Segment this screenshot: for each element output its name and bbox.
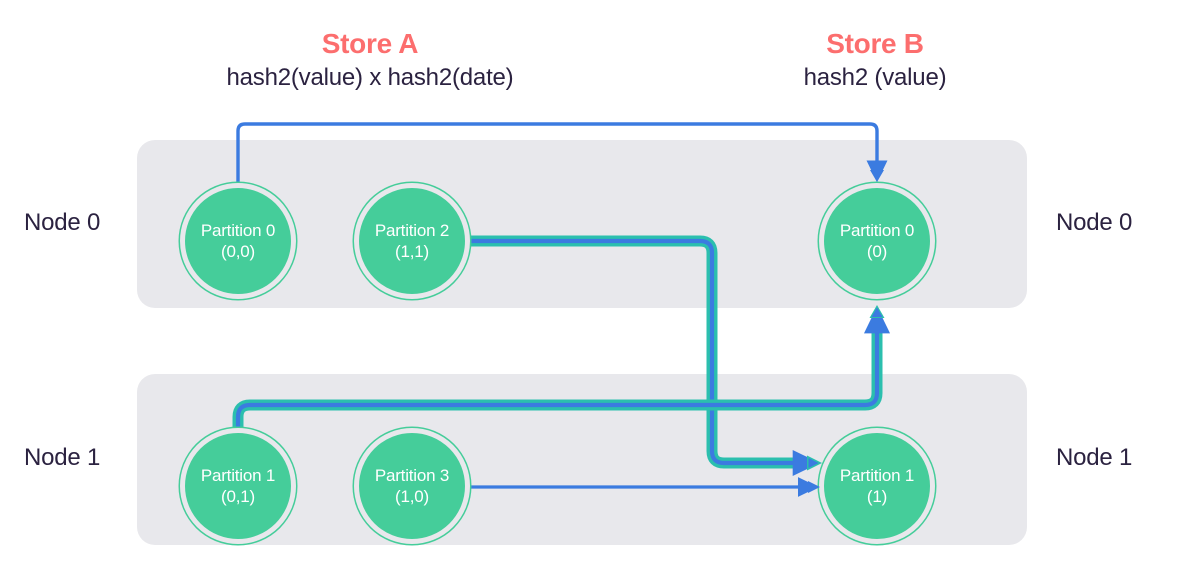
- edge-p1-to-b0: [232, 306, 891, 436]
- partition-key: (1): [866, 486, 888, 506]
- partition-key: (0): [866, 241, 888, 261]
- partition-a-1-0[interactable]: Partition 1 (0,1): [180, 428, 296, 544]
- node-label-right-1: Node 1: [1056, 444, 1133, 471]
- arrowhead-into-b0-top: [870, 170, 884, 182]
- partition-key: (0,1): [221, 486, 255, 506]
- partition-a-0-1[interactable]: Partition 2 (1,1): [354, 183, 470, 299]
- store-b-subtitle: hash2 (value): [803, 64, 947, 91]
- edge-p0-to-b0: [236, 122, 888, 185]
- partition-a-1-1[interactable]: Partition 3 (1,0): [354, 428, 470, 544]
- partition-name: Partition 0: [839, 220, 915, 240]
- store-a-title: Store A: [321, 28, 419, 59]
- partition-b-0-0[interactable]: Partition 0 (0): [819, 183, 935, 299]
- partition-a-0-0[interactable]: Partition 0 (0,0): [180, 183, 296, 299]
- node-label-left-1: Node 1: [24, 444, 101, 471]
- node-label-right-0: Node 0: [1056, 209, 1133, 236]
- partition-key: (0,0): [221, 241, 255, 261]
- arrowhead-into-b1-from-p3: [808, 481, 820, 493]
- arrowhead-into-b1-left: [807, 455, 822, 471]
- partition-key: (1,1): [395, 241, 429, 261]
- edge-p2-to-b1: [470, 235, 820, 477]
- partition-name: Partition 0: [200, 220, 276, 240]
- partition-name: Partition 1: [200, 465, 276, 485]
- partition-name: Partition 1: [839, 465, 915, 485]
- partition-name: Partition 2: [374, 220, 450, 240]
- store-a-subtitle: hash2(value) x hash2(date): [226, 64, 514, 91]
- partition-name: Partition 3: [374, 465, 450, 485]
- node-label-left-0: Node 0: [24, 209, 101, 236]
- partition-key: (1,0): [395, 486, 429, 506]
- arrowhead-into-b0-bottom: [869, 305, 885, 318]
- partition-b-1-0[interactable]: Partition 1 (1): [819, 428, 935, 544]
- store-b-title: Store B: [826, 28, 924, 59]
